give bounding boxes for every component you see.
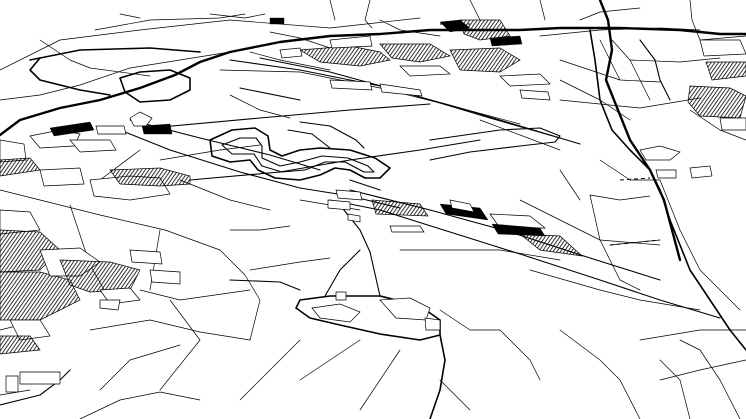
dashed-boundaries: [440, 23, 661, 246]
river-east: [598, 0, 741, 419]
airfield-runways: [149, 57, 721, 319]
village-north: [269, 17, 551, 101]
roads: [0, 26, 746, 419]
village-northeast: [655, 39, 746, 179]
town-west: [0, 121, 191, 393]
test-track-circuit: [209, 121, 391, 181]
industrial-sheds: [129, 111, 681, 331]
